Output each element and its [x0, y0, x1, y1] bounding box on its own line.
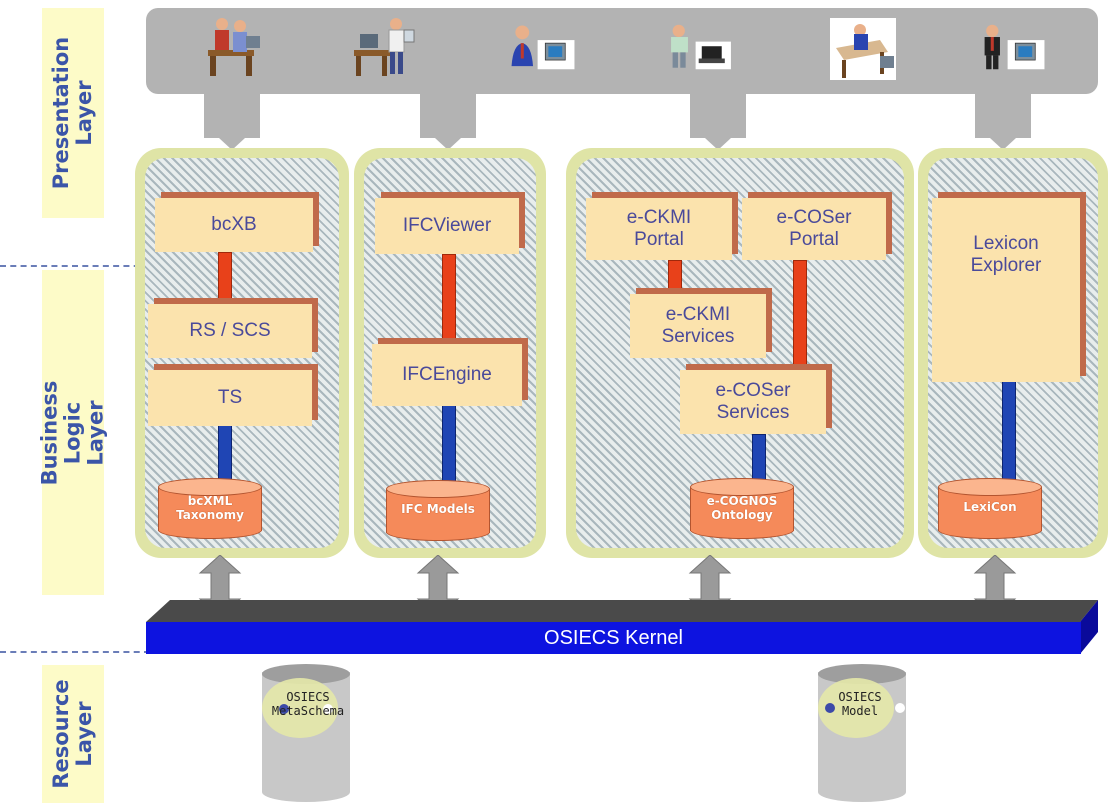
box-ckmi-portal: e-CKMI Portal — [586, 198, 732, 260]
connector-arrow-1 — [219, 138, 245, 150]
connector-lexicon-explorer-db — [1002, 380, 1016, 484]
box-coser-services: e-COSer Services — [680, 370, 826, 434]
business-logic-layer-text: Business Logic Layer — [37, 380, 108, 485]
resource-cylinder-metaschema — [262, 664, 350, 802]
box-ifcengine: IFCEngine — [372, 344, 522, 406]
presentation-bar — [146, 8, 1098, 94]
osiecs-kernel: OSIECS Kernel — [146, 622, 1081, 654]
worker-at-desk-icon — [354, 18, 415, 76]
connector-stub-3 — [690, 94, 746, 138]
connector-ckmi-portal-services — [668, 260, 682, 296]
box-lexicon-explorer: Lexicon Explorer — [932, 198, 1080, 382]
connector-ifcviewer-ifcengine — [442, 254, 456, 344]
resource-layer-label: Resource Layer — [42, 665, 104, 803]
presentation-layer-text: Presentation Layer — [49, 36, 96, 190]
resource-cylinder-model — [818, 664, 906, 802]
resource-layer-text: Resource Layer — [49, 679, 96, 789]
db-ifc-models: IFC Models — [386, 480, 490, 542]
office-workers-icon — [208, 18, 260, 76]
presentation-layer-label: Presentation Layer — [42, 8, 104, 218]
business-resource-divider — [0, 651, 150, 653]
presentation-business-divider — [0, 265, 150, 267]
box-ifcviewer: IFCViewer — [375, 198, 519, 254]
db-bcxml-taxonomy: bcXML Taxonomy — [158, 478, 262, 540]
box-coser-portal: e-COSer Portal — [742, 198, 886, 260]
resource-label-model: OSIECS Model — [838, 690, 882, 718]
connector-ifcengine-models — [442, 404, 456, 484]
connector-ts-bcxml — [218, 425, 232, 485]
box-rs-scs: RS / SCS — [148, 304, 312, 358]
manager-with-computer-icon — [984, 24, 1045, 70]
kernel-bar-3d — [146, 600, 1098, 654]
person-at-drawing-table-icon — [830, 18, 896, 80]
box-ckmi-services: e-CKMI Services — [630, 294, 766, 358]
connector-coser-portal-services — [793, 260, 807, 370]
business-logic-layer-label: Business Logic Layer — [38, 270, 108, 595]
db-lexicon: LexiCon — [938, 478, 1042, 540]
connector-bcxb-rs — [218, 252, 232, 300]
box-bcxb: bcXB — [155, 198, 313, 252]
db-ecognos-ontology: e-COGNOS Ontology — [690, 478, 794, 540]
connector-arrow-4 — [990, 138, 1016, 150]
engineer-with-laptop-icon — [671, 24, 731, 70]
person-with-computer-icon — [511, 25, 575, 70]
resource-label-metaschema: OSIECS MetaSchema — [271, 690, 345, 718]
box-ts: TS — [148, 370, 312, 426]
connector-arrow-3 — [705, 138, 731, 150]
connector-stub-4 — [975, 94, 1031, 138]
connector-stub-1 — [204, 94, 260, 138]
connector-arrow-2 — [435, 138, 461, 150]
connector-stub-2 — [420, 94, 476, 138]
